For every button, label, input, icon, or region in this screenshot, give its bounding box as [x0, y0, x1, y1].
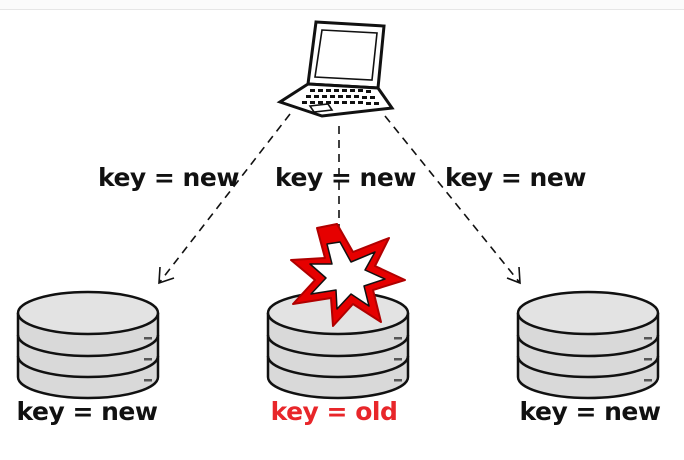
request-label-3: key = new: [445, 163, 586, 192]
arrow-to-replica-3: [384, 115, 521, 284]
request-label-1: key = new: [98, 163, 239, 192]
replica-label-2-stale: key = old: [270, 397, 398, 426]
failure-burst-icon: [290, 223, 406, 327]
arrow-to-replica-1-head: [158, 266, 175, 285]
arrow-to-replica-3-head: [506, 266, 521, 285]
arrow-to-replica-1: [158, 113, 291, 284]
database-icon-3: [516, 290, 660, 400]
request-arrows: [158, 113, 521, 285]
database-icon-1: [16, 290, 160, 400]
top-border: [0, 0, 684, 10]
replica-label-3: key = new: [519, 397, 661, 426]
request-label-2: key = new: [275, 163, 416, 192]
laptop-icon: [276, 20, 395, 118]
replica-label-1: key = new: [16, 397, 158, 426]
